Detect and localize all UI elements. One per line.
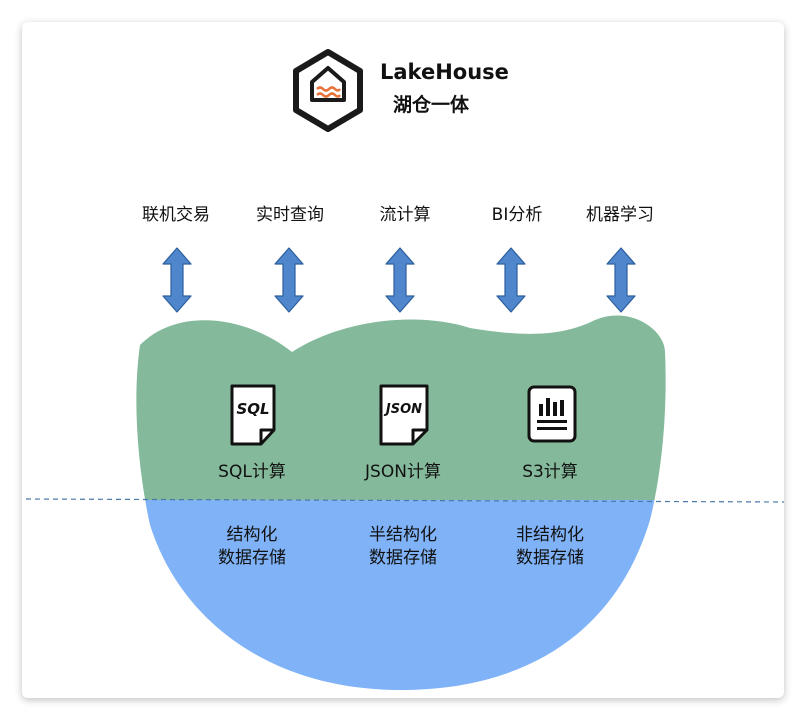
engine-label-s3: S3计算 (522, 462, 578, 482)
bidirectional-arrow-icon (274, 247, 304, 313)
engine-label-json: JSON计算 (365, 462, 441, 482)
app-label-bi-analytics: BI分析 (491, 205, 543, 225)
storage-label-line2: 数据存储 (369, 548, 437, 568)
bidirectional-arrow-icon (606, 247, 636, 313)
brand-title: LakeHouse (380, 60, 509, 84)
storage-label-line2: 数据存储 (516, 548, 584, 568)
app-label-machine-learning: 机器学习 (586, 205, 654, 225)
storage-label-line1: 半结构化 (369, 525, 437, 545)
bidirectional-arrow-icon (385, 247, 415, 313)
storage-label-structured: 结构化 数据存储 (187, 524, 317, 570)
bidirectional-arrow-icon (496, 247, 526, 313)
svg-text:JSON: JSON (383, 402, 422, 417)
storage-label-line1: 非结构化 (516, 525, 584, 545)
json-file-icon: JSON (379, 384, 429, 446)
app-label-oltp: 联机交易 (142, 205, 210, 225)
brand-subtitle: 湖仓一体 (393, 94, 470, 116)
storage-label-semi-structured: 半结构化 数据存储 (338, 524, 468, 570)
layer-divider-line (25, 498, 785, 503)
storage-label-unstructured: 非结构化 数据存储 (485, 524, 615, 570)
app-label-realtime-query: 实时查询 (256, 205, 324, 225)
lakehouse-logo-icon (293, 49, 363, 132)
app-label-stream-computing: 流计算 (379, 205, 431, 225)
s3-document-icon (527, 385, 577, 443)
bidirectional-arrow-icon (162, 247, 192, 313)
engine-label-sql: SQL计算 (218, 462, 286, 482)
storage-label-line2: 数据存储 (218, 548, 286, 568)
svg-text:SQL: SQL (236, 400, 269, 418)
sql-file-icon: SQL (230, 384, 276, 446)
storage-label-line1: 结构化 (226, 525, 278, 545)
